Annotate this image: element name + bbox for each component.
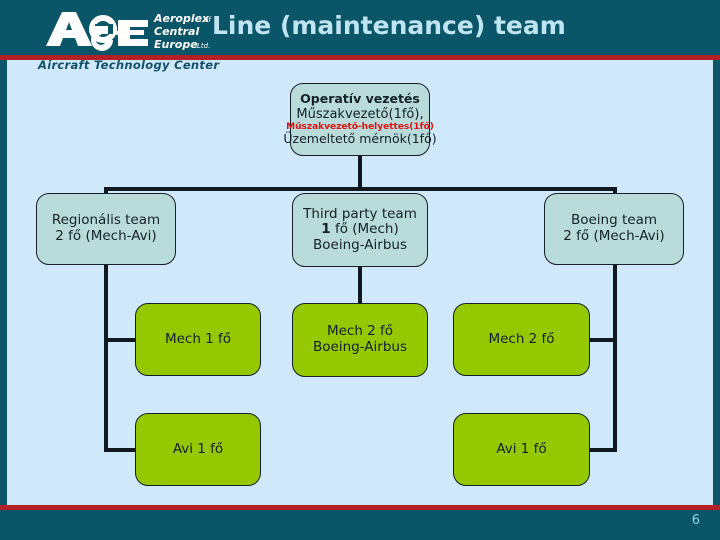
node-line-4: Üzemeltető mérnök(1fő) xyxy=(283,131,437,147)
right-edge-stripe xyxy=(713,60,720,505)
slide-footer xyxy=(0,510,720,540)
connector-boeing-to-mech2 xyxy=(588,338,617,342)
node-line-3: Boeing-Airbus xyxy=(313,236,407,253)
page-title: Line (maintenance) team xyxy=(212,11,566,40)
svg-text:of: of xyxy=(204,16,212,24)
page-number: 6 xyxy=(691,513,700,528)
node-avi-1-left[interactable]: Avi 1 fő xyxy=(135,413,261,486)
node-mech-1[interactable]: Mech 1 fő xyxy=(135,303,261,376)
footer-red-rule xyxy=(0,505,720,510)
node-line-1: Mech 2 fő xyxy=(488,330,555,347)
node-mech-2[interactable]: Mech 2 fő xyxy=(453,303,590,376)
node-mech-2-boeing-airbus[interactable]: Mech 2 fő Boeing-Airbus xyxy=(292,303,428,377)
node-line-1: Operatív vezetés xyxy=(300,91,420,107)
connector-regional-to-mech1 xyxy=(104,338,137,342)
node-line-1: Regionális team xyxy=(51,212,161,229)
node-line-1: Third party team xyxy=(303,205,417,222)
node-line-1: Boeing team xyxy=(570,212,658,229)
connector-team-bus xyxy=(104,187,616,191)
node-line-1: Avi 1 fő xyxy=(172,440,224,457)
node-line-2-count: 1 xyxy=(321,221,331,238)
header-red-rule xyxy=(0,55,720,60)
connector-drop-regional xyxy=(104,187,108,194)
node-boeing-team[interactable]: Boeing team 2 fő (Mech-Avi) xyxy=(544,193,684,265)
svg-text:Europe: Europe xyxy=(154,38,198,51)
node-avi-1-right[interactable]: Avi 1 fő xyxy=(453,413,590,486)
node-operational-management[interactable]: Operatív vezetés Műszakvezető(1fő), Műsz… xyxy=(283,83,437,156)
svg-text:Central: Central xyxy=(154,25,199,38)
node-line-2: Boeing-Airbus xyxy=(313,339,407,355)
connector-regional-spine xyxy=(104,264,108,451)
node-line-2: 2 fő (Mech-Avi) xyxy=(563,228,665,244)
ace-logo: Aeroplex of Central Europe Ltd. xyxy=(40,6,215,54)
subbrand-text: Aircraft Technology Center xyxy=(38,58,220,72)
connector-regional-to-avi1 xyxy=(104,448,137,452)
connector-boeing-spine xyxy=(613,264,617,451)
connector-drop-boeing xyxy=(613,187,617,194)
node-line-3-highlight: Műszakvezető-helyettes(1fő) xyxy=(286,121,434,132)
node-line-1: Mech 2 fő xyxy=(326,323,394,340)
node-line-1: Avi 1 fő xyxy=(496,440,547,457)
svg-text:Aeroplex: Aeroplex xyxy=(153,12,210,25)
connector-top-drop xyxy=(358,156,362,190)
node-line-2: 2 fő (Mech-Avi) xyxy=(55,228,157,244)
node-regional-team[interactable]: Regionális team 2 fő (Mech-Avi) xyxy=(36,193,176,265)
svg-text:Ltd.: Ltd. xyxy=(197,42,210,50)
left-edge-stripe xyxy=(0,60,7,505)
node-line-2: 1 fő (Mech) xyxy=(321,221,399,238)
connector-boeing-to-avi1 xyxy=(588,448,617,452)
node-third-party-team[interactable]: Third party team 1 fő (Mech) Boeing-Airb… xyxy=(292,193,428,267)
node-line-1: Mech 1 fő xyxy=(164,330,232,347)
connector-thirdparty-to-mech2ba xyxy=(358,264,362,305)
node-line-2: Műszakvezető(1fő), xyxy=(296,106,424,122)
